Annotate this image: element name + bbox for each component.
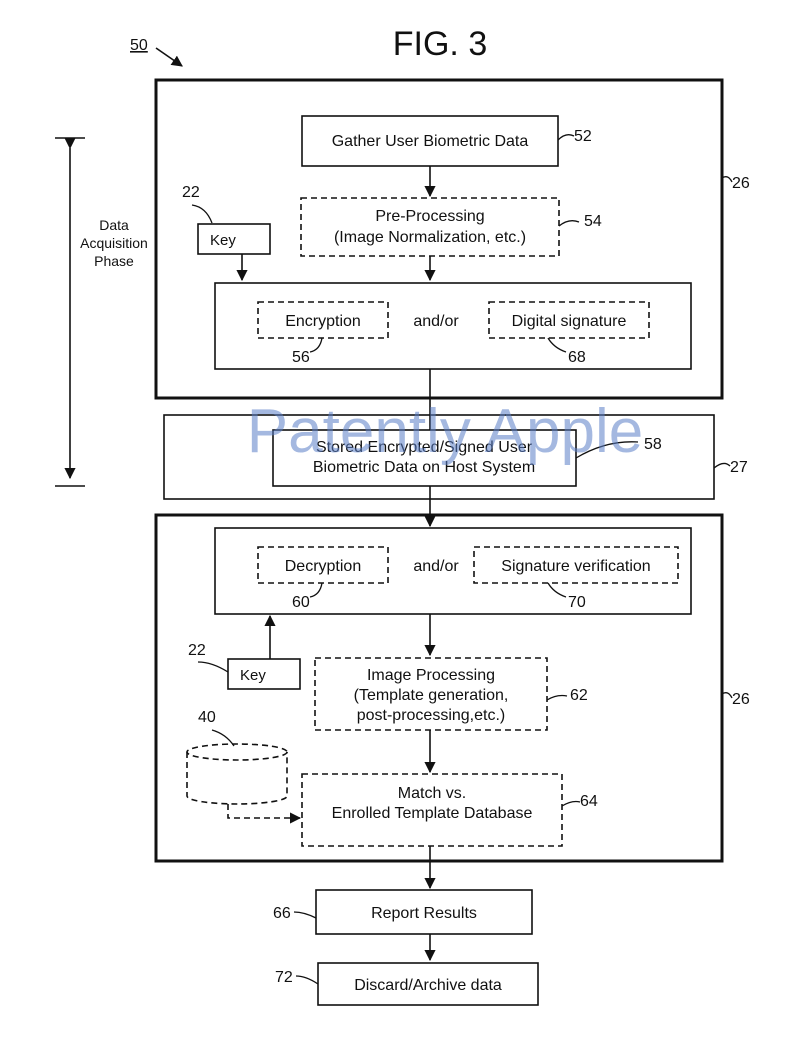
preprocessing-label-2: (Image Normalization, etc.)	[334, 229, 526, 246]
acquisition-container	[154, 78, 724, 400]
digital-signature-box	[488, 301, 650, 339]
ref-22-bottom: 22	[188, 642, 206, 659]
encryption-box	[257, 301, 389, 339]
report-results-label: Report Results	[371, 905, 477, 922]
ref-60: 60	[292, 594, 310, 611]
ref-54: 54	[584, 213, 602, 230]
ref-27: 27	[730, 459, 748, 476]
ref-66: 66	[273, 905, 291, 922]
phase-label-line-1: Data	[99, 217, 129, 233]
gather-biometric-label: Gather User Biometric Data	[332, 133, 529, 150]
stored-data-label-2: Biometric Data on Host System	[313, 459, 535, 476]
image-processing-label-2: (Template generation,	[354, 687, 509, 704]
preprocessing-label-1: Pre-Processing	[375, 208, 484, 225]
match-label-2: Enrolled Template Database	[332, 805, 533, 822]
host-system-container	[163, 414, 715, 500]
ref-40: 40	[198, 709, 216, 726]
signature-verification-label: Signature verification	[501, 558, 650, 575]
decryption-box	[257, 546, 389, 584]
template-database-cylinder	[186, 743, 288, 805]
watermark: Patently Apple	[247, 397, 643, 466]
decrypt-verify-container	[214, 527, 692, 615]
figure-title: FIG. 3	[393, 25, 487, 63]
key-label-bottom: Key	[240, 667, 266, 684]
decryption-label: Decryption	[285, 558, 361, 575]
phase-label-line-2: Acquisition	[80, 235, 148, 251]
digital-signature-label: Digital signature	[512, 313, 627, 330]
ref-72: 72	[275, 969, 293, 986]
match-box	[301, 773, 563, 847]
ref-58: 58	[644, 436, 662, 453]
processing-container	[154, 513, 724, 863]
andor-bottom-label: and/or	[413, 558, 459, 575]
image-processing-label-1: Image Processing	[367, 667, 495, 684]
ref-52: 52	[574, 128, 592, 145]
ref-26-bottom: 26	[732, 691, 750, 708]
ref-70: 70	[568, 594, 586, 611]
figure-ref-number: 50	[130, 37, 148, 54]
ref-22-top: 22	[182, 184, 200, 201]
ref-68: 68	[568, 349, 586, 366]
ref-64: 64	[580, 793, 598, 810]
encrypt-sign-container	[214, 282, 692, 370]
image-processing-label-3: post-processing,etc.)	[357, 707, 506, 724]
key-label-top: Key	[210, 232, 236, 249]
image-processing-box	[314, 657, 548, 731]
key-box-bottom	[227, 658, 301, 690]
match-label-1: Match vs.	[398, 785, 466, 802]
preprocessing-box	[300, 197, 560, 257]
ref-56: 56	[292, 349, 310, 366]
key-box-top	[197, 223, 271, 255]
encryption-label: Encryption	[285, 313, 361, 330]
stored-data-label-1: Stored Encrypted/Signed User	[316, 439, 533, 456]
ref-62: 62	[570, 687, 588, 704]
andor-top-label: and/or	[413, 313, 459, 330]
report-results-box	[315, 889, 533, 935]
discard-archive-label: Discard/Archive data	[354, 977, 502, 994]
phase-label-line-3: Phase	[94, 253, 134, 269]
signature-verification-box	[473, 546, 679, 584]
ref-26-top: 26	[732, 175, 750, 192]
figure-ref-arrow	[155, 47, 183, 67]
